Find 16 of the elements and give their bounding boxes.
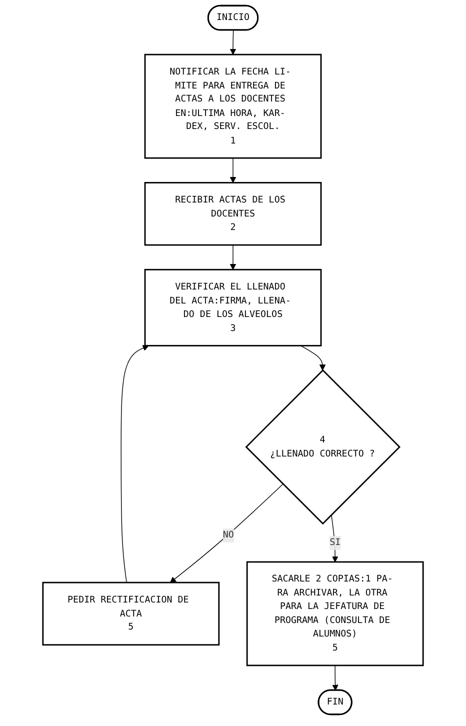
edge-label: SI xyxy=(330,537,341,548)
arrow xyxy=(332,665,338,691)
arrow xyxy=(170,484,284,583)
node-box: PEDIR RECTIFICACION DE ACTA 5 xyxy=(42,582,220,646)
arrow xyxy=(230,30,236,55)
arrow xyxy=(230,244,236,270)
node-box: VERIFICAR EL LLENADO DEL ACTA:FIRMA, LLENA- DO DE LOS ALVEOLOS 3 xyxy=(144,268,322,346)
node-box: SACARLE 2 COPIAS:1 PA- RA ARCHIVAR, LA OTRA PARA LA JEFATURA DE PROGRAMA (CONSULTA DE ALUMNOS) 5 xyxy=(246,561,424,666)
arrow xyxy=(230,158,236,183)
arrow xyxy=(300,345,326,371)
node-box: NOTIFICAR LA FECHA LI- MITE PARA ENTREGA DE ACTAS A LOS DOCENTES EN:ULTIMA HORA, KAR- DEX, SERV. ESCOL. 1 xyxy=(144,54,322,159)
arrow xyxy=(120,345,149,583)
edge-label: NO xyxy=(222,530,234,540)
node-box: RECIBIR ACTAS DE LOS DOCENTES 2 xyxy=(144,182,322,246)
node-diamond: 4 ¿LLENADO CORRECTO ? xyxy=(245,369,401,525)
arrow xyxy=(331,514,338,562)
